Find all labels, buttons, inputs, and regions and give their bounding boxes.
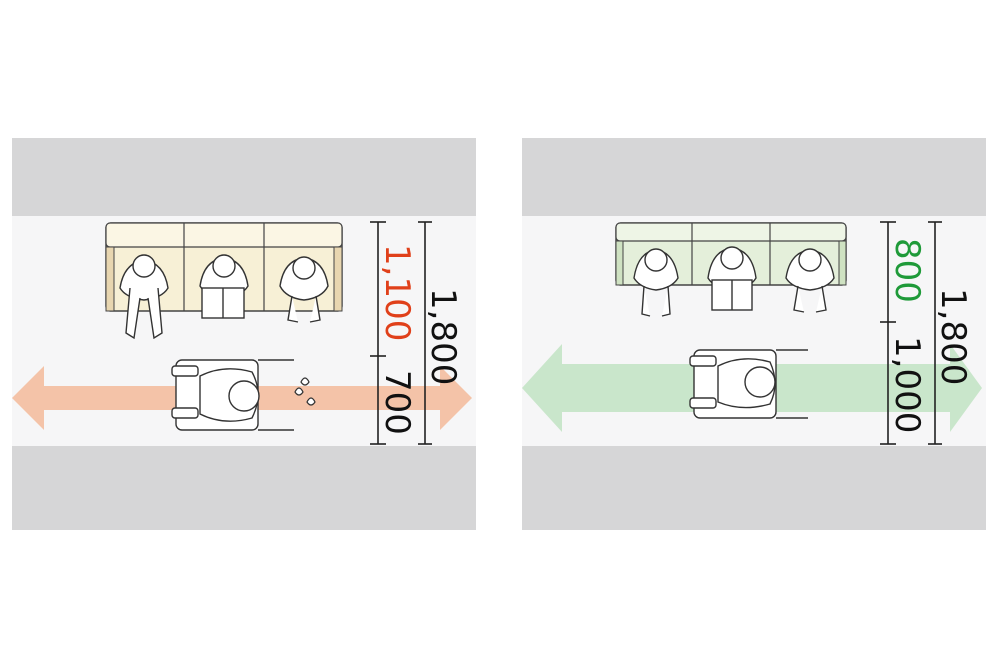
wheelchair-user (689, 349, 808, 419)
wall-top (12, 138, 476, 216)
person-seated-3 (785, 248, 835, 313)
sweat-drops-icon (294, 377, 316, 406)
wall-bottom (12, 446, 476, 530)
person-seated-2 (707, 246, 757, 311)
wheelchair-user (171, 359, 294, 431)
seat-depth-label: 800 (887, 238, 927, 303)
passage-width-label: 700 (377, 370, 417, 435)
wall-bottom (522, 446, 986, 530)
person-seated-2 (199, 254, 249, 319)
person-seated-1 (633, 248, 679, 317)
dimension-lines (370, 221, 432, 445)
wall-top (522, 138, 986, 216)
corridor-plan-wide: 800 1,000 1,800 (522, 138, 986, 530)
corridor-plan-narrow: 1,100 700 1,800 (12, 138, 476, 530)
total-width-label: 1,800 (423, 288, 463, 385)
passage-width-label: 1,000 (887, 336, 927, 433)
total-width-label: 1,800 (933, 288, 973, 385)
seat-depth-label: 1,100 (377, 244, 417, 341)
person-seated-3 (279, 256, 329, 323)
diagram-wide: 800 1,000 1,800 (522, 138, 986, 530)
dimension-lines (880, 221, 942, 445)
person-seated-1 (119, 254, 169, 340)
diagram-narrow: 1,100 700 1,800 (12, 138, 476, 530)
